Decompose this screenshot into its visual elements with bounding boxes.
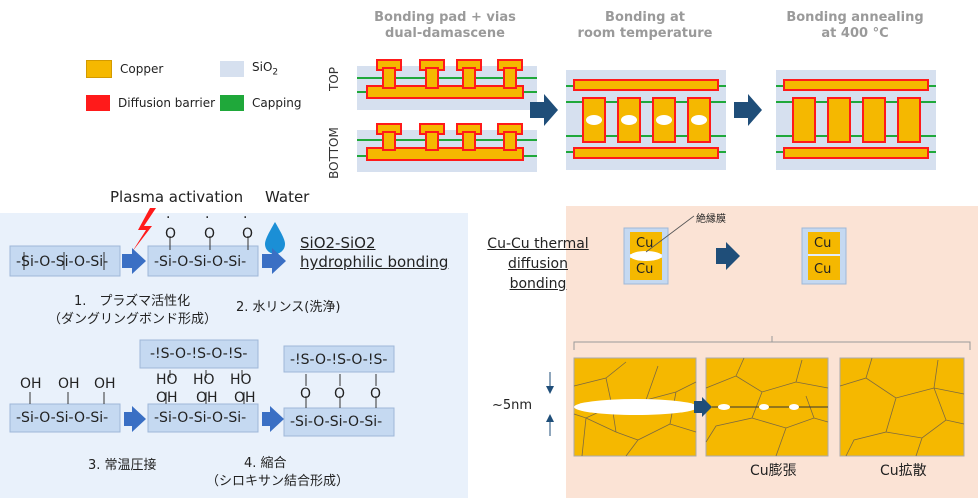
legend-diffusion-barrier: Diffusion barrier xyxy=(86,95,215,111)
legend-copper: Copper xyxy=(86,60,163,78)
sio2-swatch xyxy=(220,60,244,77)
oh-5: OH xyxy=(196,390,218,406)
step1-label: 1. プラズマ活性化 xyxy=(74,294,191,309)
dangling-dot-3: · xyxy=(243,210,248,226)
stage3-annealed-stack xyxy=(776,70,936,170)
o-bridge-3: O xyxy=(370,386,382,402)
step1-sub-label: （ダングリングボンド形成） xyxy=(48,312,218,327)
stage2-bonded-stack xyxy=(566,70,726,170)
step2-label: 2. 水リンス(洗浄) xyxy=(236,300,341,315)
cu-diagram xyxy=(573,215,971,457)
step4-sub-label: （シロキサン結合形成） xyxy=(206,474,350,489)
legend-sio2-label: SiO2 xyxy=(252,60,279,78)
o-atom-3: O xyxy=(242,226,254,242)
cu-thermal-title: Cu-Cu thermal diffusion bonding xyxy=(487,236,589,292)
chain-left-bottom: -Si-O-Si-O-Si- xyxy=(16,410,109,426)
o-atom-2: O xyxy=(204,226,216,242)
water-label: Water xyxy=(265,188,310,206)
stage1-top-wafer xyxy=(357,59,537,110)
hydrophilic-bonding-label: SiO2-SiO2 hydrophilic bonding xyxy=(300,234,449,271)
row-label-top: TOP xyxy=(327,66,342,92)
gap-label: ~5nm xyxy=(492,398,533,413)
chain-activated: -Si-O-Si-O-Si- xyxy=(154,254,247,270)
cu-label-bottom-before: Cu xyxy=(636,262,654,277)
legend-capping: Capping xyxy=(220,95,302,111)
stage-arrow-2 xyxy=(734,94,762,126)
gap-dimension-marker xyxy=(546,372,554,436)
ho-1: HO xyxy=(156,372,178,388)
arrow-step4 xyxy=(262,406,284,432)
ho-3: HO xyxy=(230,372,252,388)
oh-2: OH xyxy=(58,376,80,392)
cu-diffuse-label: Cu拡散 xyxy=(880,463,927,479)
o-bridge-1: O xyxy=(300,386,312,402)
stage-arrow-1 xyxy=(530,94,558,126)
cu-arrow-1 xyxy=(716,242,740,270)
chain-final-top: -!S-O-!S-O-!S- xyxy=(290,352,388,368)
plasma-diagram xyxy=(9,208,395,437)
process-diagram xyxy=(357,59,936,172)
legend-sio2: SiO2 xyxy=(220,60,278,77)
insulator-label: 絶縁膜 xyxy=(696,214,726,225)
oh-4: OH xyxy=(156,390,178,406)
chain-final-bottom: -Si-O-Si-O-Si- xyxy=(290,414,383,430)
copper-swatch xyxy=(86,60,112,78)
step3-label: 3. 常温圧接 xyxy=(88,458,157,473)
chain-mid-top: -!S-O-!S-O-!S- xyxy=(150,346,248,362)
arrow-step1 xyxy=(122,248,146,274)
cu-label-bottom-after: Cu xyxy=(814,262,832,277)
legend-capping-label: Capping xyxy=(252,96,302,110)
lightning-icon xyxy=(132,208,156,252)
dangling-dot-1: · xyxy=(166,210,171,226)
row-label-bottom: BOTTOM xyxy=(326,127,341,179)
cu-label-top-after: Cu xyxy=(814,236,832,251)
chain-mid-bottom: -Si-O-Si-O-Si- xyxy=(154,410,247,426)
plasma-activation-label: Plasma activation xyxy=(110,188,244,206)
cu-expand-label: Cu膨張 xyxy=(750,463,797,479)
stage1-bottom-wafer xyxy=(357,123,537,172)
legend-copper-label: Copper xyxy=(120,62,164,76)
legend-barrier-label: Diffusion barrier xyxy=(118,96,216,110)
cu-label-top-before: Cu xyxy=(636,236,654,251)
o-bridge-2: O xyxy=(334,386,346,402)
ho-2: HO xyxy=(193,372,215,388)
oh-6: OH xyxy=(234,390,256,406)
oh-1: OH xyxy=(20,376,42,392)
barrier-swatch xyxy=(86,95,110,111)
o-atom-1: O xyxy=(165,226,177,242)
capping-swatch xyxy=(220,95,244,111)
oh-3: OH xyxy=(94,376,116,392)
step4-label: 4. 縮合 xyxy=(244,456,287,471)
water-drop-icon xyxy=(265,222,285,254)
arrow-step3 xyxy=(124,406,146,432)
dangling-dot-2: · xyxy=(205,210,210,226)
arrow-step2 xyxy=(262,248,286,274)
chain-initial: -Si-O-Si-O-Si- xyxy=(16,254,109,270)
